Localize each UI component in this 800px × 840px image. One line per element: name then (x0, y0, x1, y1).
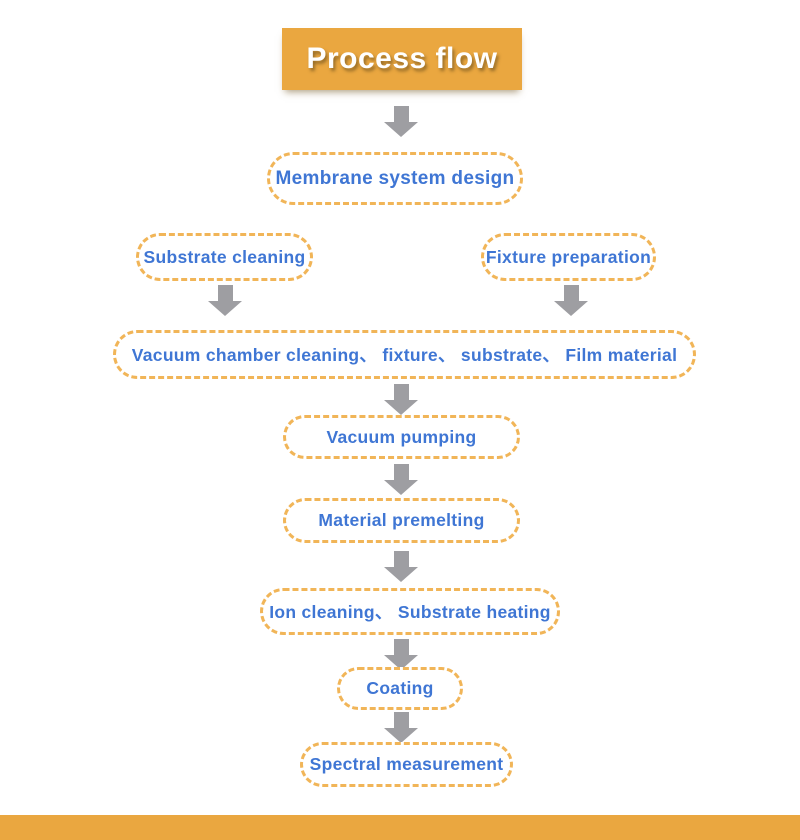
node-label: Fixture preparation (485, 246, 652, 267)
node-coating: Coating (337, 667, 463, 710)
footer-accent-bar (0, 815, 800, 840)
arrow-head-icon (384, 728, 418, 743)
page-title: Process flow (306, 42, 498, 75)
node-label: Vacuum pumping (326, 426, 477, 447)
down-arrow (384, 639, 418, 670)
arrow-shaft (393, 639, 409, 655)
node-ion-cleaning-substrate-heating: Ion cleaning、 Substrate heating (260, 588, 560, 635)
down-arrow (384, 551, 418, 582)
node-vacuum-chamber-preparation: Vacuum chamber cleaning、 fixture、 substr… (113, 330, 696, 379)
down-arrow (208, 285, 242, 316)
arrow-head-icon (384, 567, 418, 582)
node-spectral-measurement: Spectral measurement (300, 742, 513, 787)
arrow-head-icon (384, 122, 418, 137)
node-membrane-system-design: Membrane system design (267, 152, 523, 205)
down-arrow (384, 712, 418, 743)
node-substrate-cleaning: Substrate cleaning (136, 233, 313, 281)
node-label: Vacuum chamber cleaning、 fixture、 substr… (131, 345, 678, 365)
node-label: Coating (366, 678, 434, 698)
node-label: Membrane system design (275, 167, 515, 189)
down-arrow (554, 285, 588, 316)
arrow-shaft (393, 106, 409, 122)
arrow-head-icon (208, 301, 242, 316)
down-arrow (384, 464, 418, 495)
node-label: Material premelting (318, 510, 485, 530)
arrow-head-icon (384, 480, 418, 495)
down-arrow (384, 106, 418, 137)
arrow-shaft (393, 384, 409, 400)
node-fixture-preparation: Fixture preparation (481, 233, 656, 281)
arrow-shaft (393, 464, 409, 480)
arrow-head-icon (384, 400, 418, 415)
node-material-premelting: Material premelting (283, 498, 520, 543)
node-label: Substrate cleaning (143, 246, 306, 267)
node-vacuum-pumping: Vacuum pumping (283, 415, 520, 459)
title-banner: Process flow (282, 28, 522, 90)
arrow-head-icon (384, 655, 418, 670)
node-label: Ion cleaning、 Substrate heating (269, 602, 551, 622)
down-arrow (384, 384, 418, 415)
arrow-shaft (217, 285, 233, 301)
node-label: Spectral measurement (309, 754, 504, 774)
arrow-shaft (393, 551, 409, 567)
arrow-shaft (393, 712, 409, 728)
arrow-head-icon (554, 301, 588, 316)
arrow-shaft (563, 285, 579, 301)
